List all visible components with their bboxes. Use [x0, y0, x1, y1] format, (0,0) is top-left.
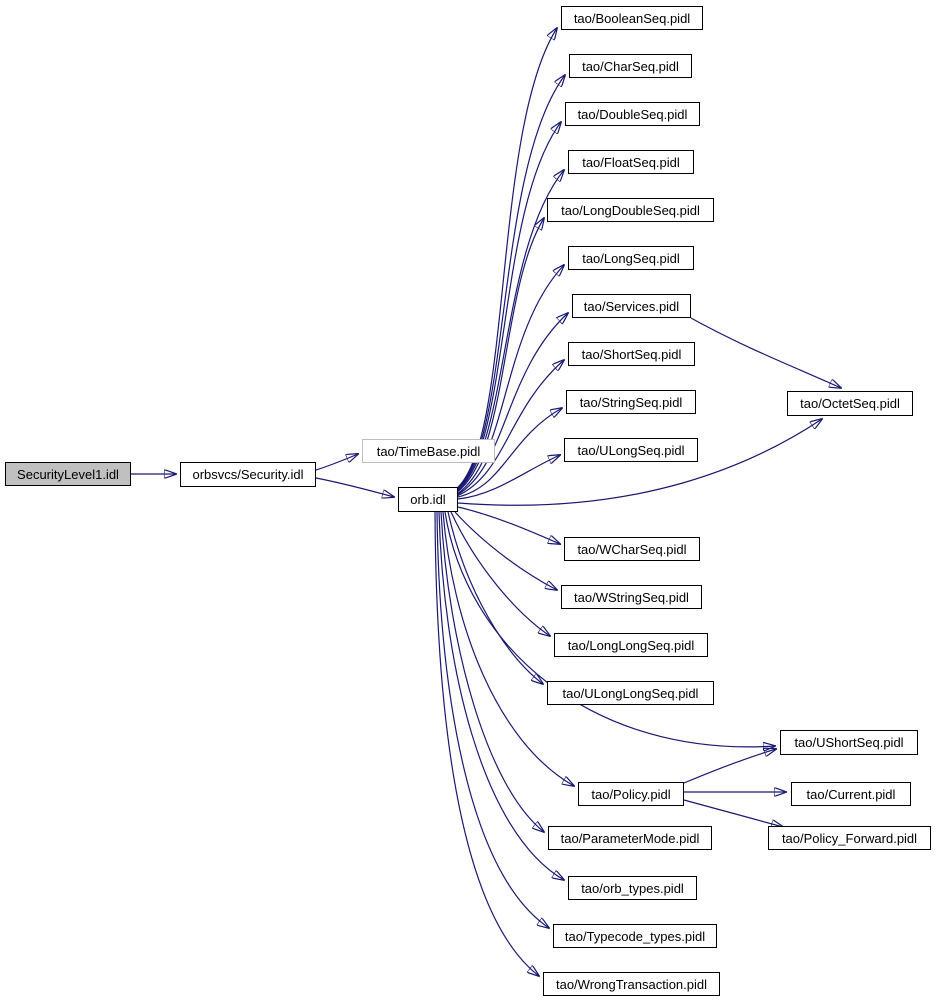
node-tao-typecode-types-pidl[interactable]: tao/Typecode_types.pidl [553, 924, 717, 948]
edge-orb-parametermode [440, 511, 544, 832]
edge-orb-floatseq [455, 170, 564, 493]
node-tao-ushortseq-pidl[interactable]: tao/UShortSeq.pidl [780, 730, 918, 755]
edge-policy-ushortseq [683, 749, 776, 784]
edge-orb-octetseq [457, 419, 822, 506]
node-tao-wstringseq-pidl[interactable]: tao/WStringSeq.pidl [561, 585, 702, 609]
node-tao-wrongtransaction-pidl[interactable]: tao/WrongTransaction.pidl [543, 972, 720, 996]
node-tao-booleanseq-pidl[interactable]: tao/BooleanSeq.pidl [561, 6, 703, 30]
node-tao-longlongseq-pidl[interactable]: tao/LongLongSeq.pidl [554, 633, 708, 657]
edge-orb-shortseq [456, 360, 564, 497]
node-tao-timebase-pidl: tao/TimeBase.pidl [362, 439, 495, 463]
node-tao-parametermode-pidl[interactable]: tao/ParameterMode.pidl [548, 826, 712, 850]
edge-orb-orbtypes [438, 511, 564, 880]
edge-orb-ulonglongseq [447, 511, 543, 684]
node-tao-longseq-pidl[interactable]: tao/LongSeq.pidl [568, 246, 694, 270]
node-orb-idl[interactable]: orb.idl [398, 487, 458, 512]
node-tao-services-pidl[interactable]: tao/Services.pidl [572, 294, 691, 318]
node-tao-doubleseq-pidl[interactable]: tao/DoubleSeq.pidl [565, 102, 700, 126]
edge-orb-wrongtransaction [434, 511, 539, 976]
node-tao-ulonglongseq-pidl[interactable]: tao/ULongLongSeq.pidl [547, 681, 714, 705]
edge-orb-wstringseq [454, 511, 557, 590]
node-tao-ulongseq-pidl[interactable]: tao/ULongSeq.pidl [564, 438, 698, 462]
node-tao-floatseq-pidl[interactable]: tao/FloatSeq.pidl [568, 150, 694, 174]
edge-services-octetseq [690, 317, 841, 388]
edge-security-orb [315, 477, 394, 497]
edge-orb-longdoubleseq [455, 218, 544, 494]
node-tao-current-pidl[interactable]: tao/Current.pidl [791, 782, 911, 806]
edge-orb-longlongseq [450, 511, 550, 636]
edge-security-timebase [315, 454, 358, 471]
edge-orb-doubleseq [455, 122, 561, 492]
node-tao-charseq-pidl[interactable]: tao/CharSeq.pidl [569, 54, 692, 78]
edge-orb-booleanseq [455, 28, 557, 490]
node-tao-wcharseq-pidl[interactable]: tao/WCharSeq.pidl [564, 537, 700, 561]
edge-orb-typecodetypes [436, 511, 549, 928]
edge-orb-policy [442, 511, 574, 786]
node-tao-longdoubleseq-pidl[interactable]: tao/LongDoubleSeq.pidl [547, 198, 714, 222]
edge-orb-services [456, 313, 568, 496]
edge-policy-policyforward [683, 799, 783, 827]
node-tao-policy-pidl[interactable]: tao/Policy.pidl [578, 782, 684, 806]
node-tao-octetseq-pidl[interactable]: tao/OctetSeq.pidl [787, 391, 913, 416]
edge-orb-ulongseq [457, 455, 560, 500]
edge-orb-stringseq [457, 408, 562, 498]
node-tao-stringseq-pidl[interactable]: tao/StringSeq.pidl [566, 390, 696, 414]
node-tao-orb-types-pidl[interactable]: tao/orb_types.pidl [568, 876, 697, 900]
node-orbsvcs-security-idl[interactable]: orbsvcs/Security.idl [180, 462, 316, 487]
node-securitylevel1-idl: SecurityLevel1.idl [5, 462, 131, 486]
node-tao-shortseq-pidl[interactable]: tao/ShortSeq.pidl [568, 342, 695, 366]
edge-orb-longseq [456, 265, 564, 495]
node-tao-policy-forward-pidl[interactable]: tao/Policy_Forward.pidl [768, 826, 931, 850]
edge-orb-wcharseq [457, 506, 560, 544]
